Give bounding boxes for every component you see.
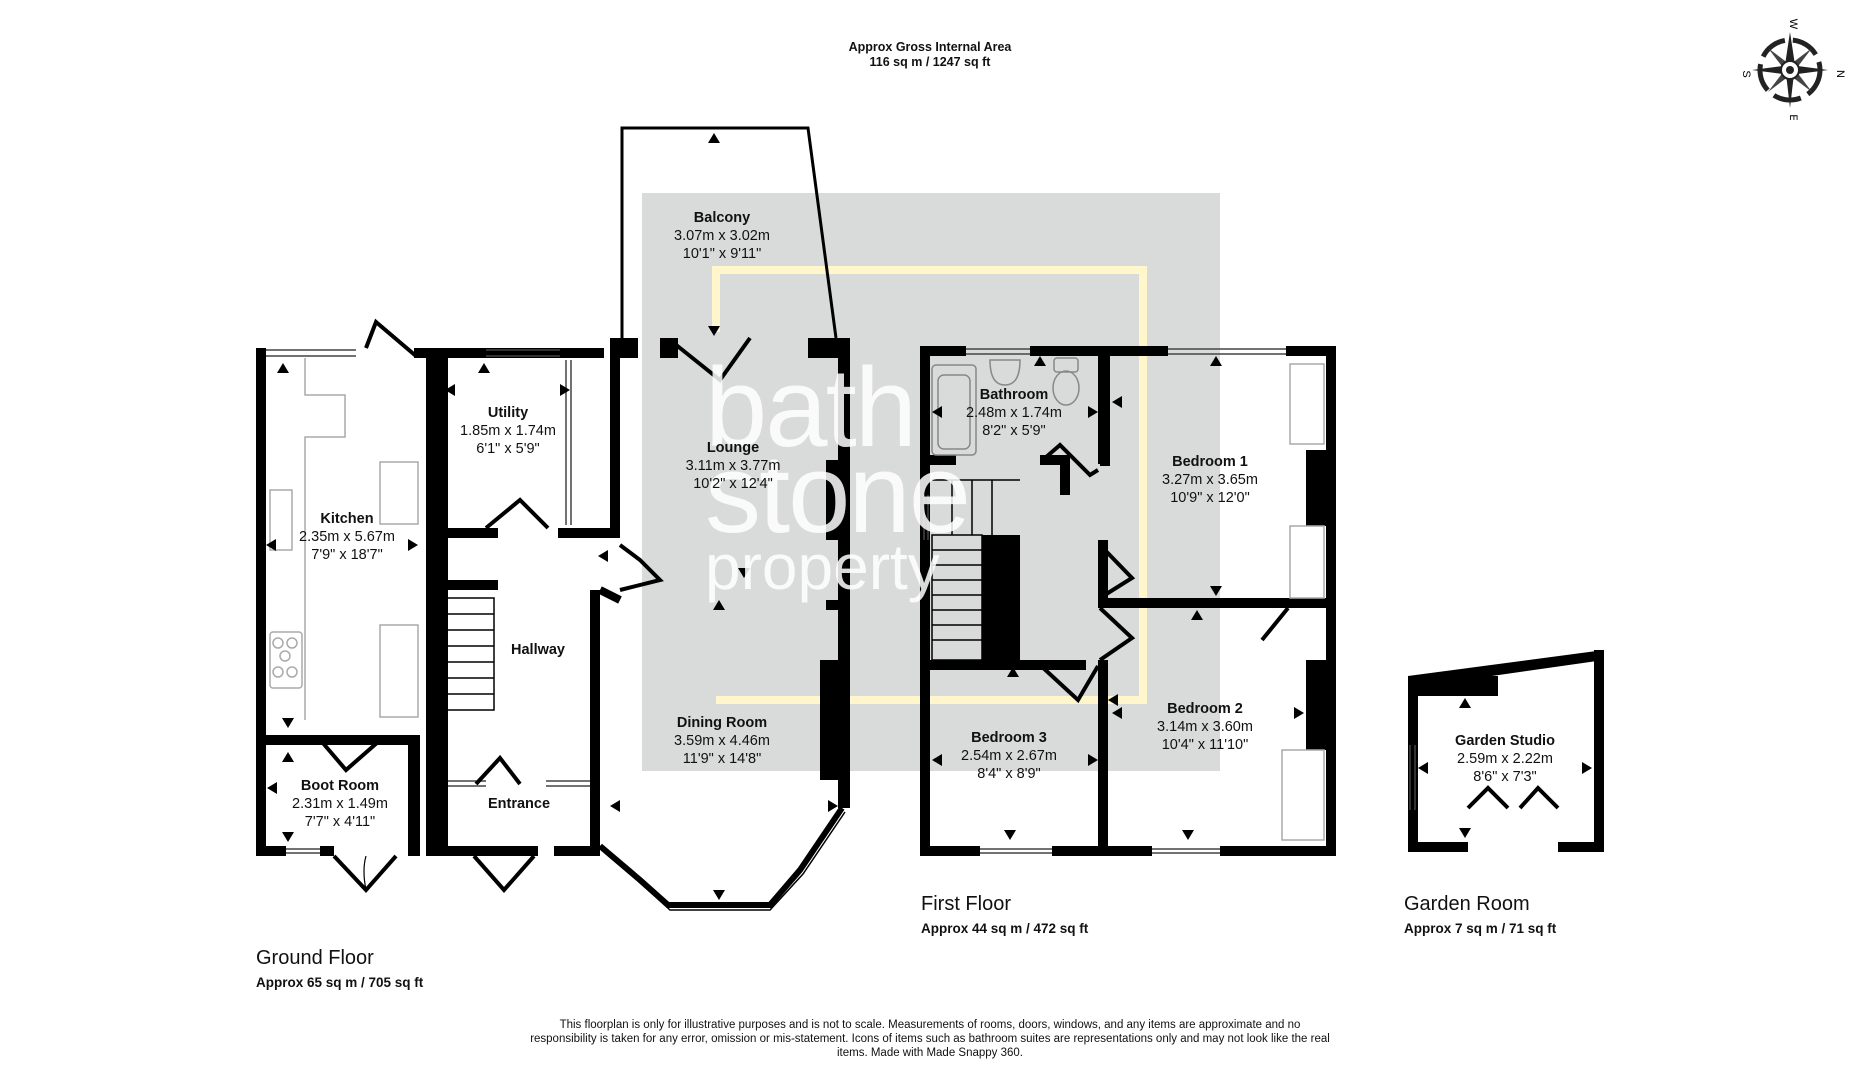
first-floor-area: Approx 44 sq m / 472 sq ft [921,921,1089,936]
ground-floor-area: Approx 65 sq m / 705 sq ft [256,975,424,990]
svg-text:E: E [1787,114,1799,120]
kitchen-west-wall [256,348,266,856]
svg-text:N: N [1834,70,1845,78]
balcony-outline [620,126,838,339]
room-bathroom: Bathroom 2.48m x 1.74m 8'2" x 5'9" [966,387,1062,439]
room-bedroom-1: Bedroom 1 3.27m x 3.65m 10'9" x 12'0" [1162,454,1258,506]
compass-rose-icon: W N S E [1740,19,1845,120]
garden-room-title: Garden Room [1404,893,1530,915]
garden-room-area: Approx 7 sq m / 71 sq ft [1404,921,1557,936]
svg-text:W: W [1787,19,1799,30]
central-wall [426,348,448,856]
room-balcony: Balcony 3.07m x 3.02m 10'1" x 9'11" [674,210,770,262]
room-utility: Utility 1.85m x 1.74m 6'1" x 5'9" [460,405,556,457]
gross-area-title: Approx Gross Internal Area [848,40,1012,54]
room-kitchen: Kitchen 2.35m x 5.67m 7'9" x 18'7" [299,511,395,563]
gross-internal-area: Approx Gross Internal Area 116 sq m / 12… [780,40,1080,70]
svg-text:S: S [1740,70,1752,77]
gross-area-value: 116 sq m / 1247 sq ft [869,55,991,69]
room-hallway: Hallway [511,642,565,658]
room-garden-studio: Garden Studio 2.59m x 2.22m 8'6" x 7'3" [1455,733,1555,785]
room-lounge: Lounge 3.11m x 3.77m 10'2" x 12'4" [685,440,781,492]
room-entrance: Entrance [487,796,551,812]
room-dining-room: Dining Room 3.59m x 4.46m 11'9" x 14'8" [674,715,770,767]
first-floor-title: First Floor [921,893,1011,915]
disclaimer: This floorplan is only for illustrative … [530,1019,1330,1059]
ground-floor-title: Ground Floor [256,947,374,969]
room-bedroom-3: Bedroom 3 2.54m x 2.67m 8'4" x 8'9" [961,730,1057,782]
room-boot-room: Boot Room 2.31m x 1.49m 7'7" x 4'11" [292,778,388,830]
room-bedroom-2: Bedroom 2 3.14m x 3.60m 10'4" x 11'10" [1157,701,1253,753]
